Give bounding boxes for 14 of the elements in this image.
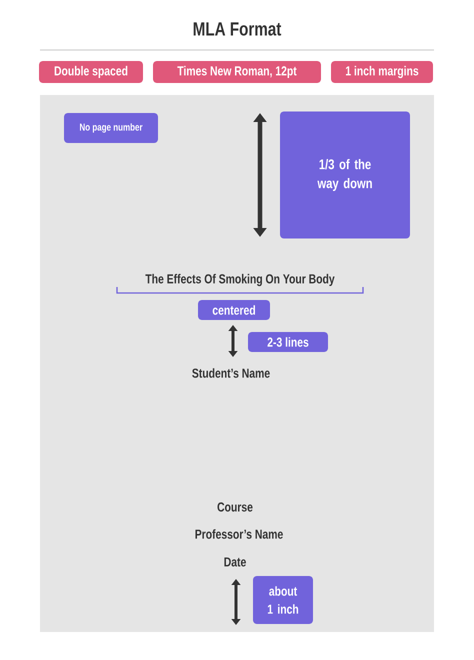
document-line: The Effects Of Smoking On Your Body [145, 274, 335, 286]
note-box: No page number [64, 113, 158, 143]
note-box: 1/3 of the way down [280, 112, 410, 238]
title: MLA Format [194, 22, 282, 36]
format-tag: 1 inch margins [331, 61, 433, 83]
note-box: centered [198, 300, 270, 320]
document-line: Date [224, 557, 246, 567]
format-tag: Times New Roman, 12pt [153, 61, 321, 83]
document-line: Course [218, 502, 253, 512]
format-tag: Double spaced [39, 61, 143, 83]
document-line: Student’s Name [192, 368, 270, 378]
document-line: Professor’s Name [195, 529, 283, 539]
note-box: about 1 inch [253, 576, 313, 624]
note-box: 2-3 lines [248, 332, 328, 352]
